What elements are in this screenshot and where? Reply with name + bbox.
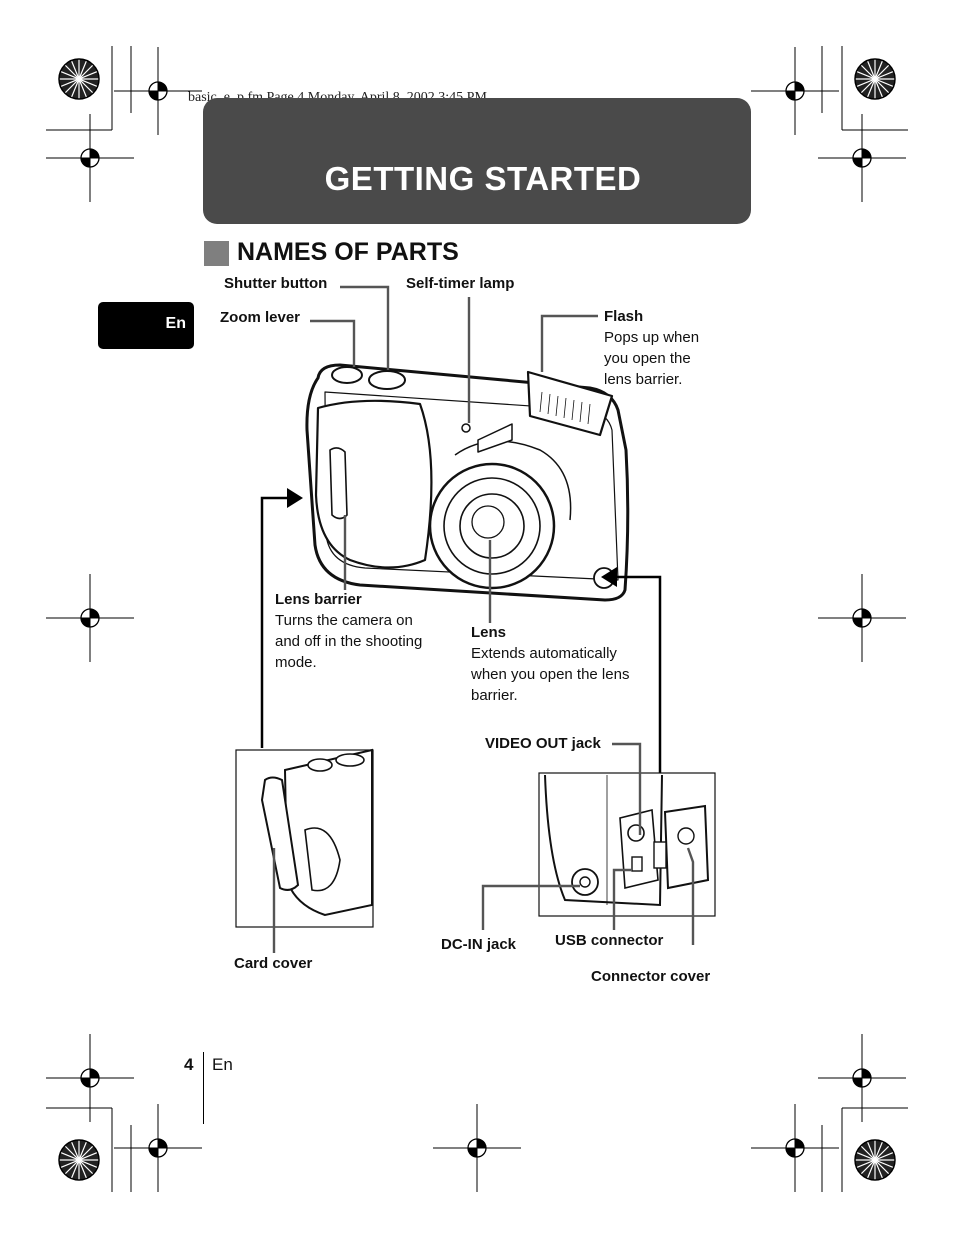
label-self-timer-lamp: Self-timer lamp <box>406 275 515 292</box>
registration-star-icon <box>854 58 896 100</box>
chapter-title: GETTING STARTED <box>324 160 642 197</box>
arrow-left-icon <box>601 567 617 587</box>
registration-star-icon <box>58 1139 100 1181</box>
language-tab-label: En <box>165 315 186 332</box>
registration-crosshair-icon <box>750 1103 840 1193</box>
registration-crosshair-icon <box>45 1033 135 1123</box>
label-card-cover: Card cover <box>234 955 313 972</box>
label-flash: Flash Pops up when you open the lens bar… <box>604 308 700 388</box>
page-number: 4 <box>184 1055 194 1074</box>
arrow-right-icon <box>287 488 303 508</box>
connector-inset <box>538 772 716 917</box>
label-lens: Lens Extends automatically when you open… <box>471 624 630 704</box>
registration-star-icon <box>58 58 100 100</box>
registration-star-icon <box>854 1139 896 1181</box>
label-connector-cover: Connector cover <box>591 968 711 985</box>
registration-crosshair-icon <box>113 1103 203 1193</box>
registration-crosshair-icon <box>45 113 135 203</box>
footer-language: En <box>212 1055 233 1074</box>
registration-crosshair-icon <box>750 46 840 136</box>
card-cover-inset <box>235 748 374 928</box>
camera-front-illustration <box>305 363 630 602</box>
registration-crosshair-icon <box>817 1033 907 1123</box>
chapter-banner <box>203 98 751 224</box>
registration-crosshair-icon <box>817 573 907 663</box>
leader-lines <box>310 285 598 623</box>
label-usb-connector: USB connector <box>555 932 664 949</box>
section-marker <box>204 241 229 266</box>
language-tab <box>98 302 194 349</box>
footer-divider <box>203 1052 204 1124</box>
label-zoom-lever: Zoom lever <box>220 309 301 326</box>
section-title: NAMES OF PARTS <box>237 238 459 266</box>
label-lens-barrier: Lens barrier Turns the camera on and off… <box>275 591 423 671</box>
inset-leader-lines <box>481 742 695 945</box>
label-shutter-button: Shutter button <box>224 275 328 292</box>
registration-crosshair-icon <box>432 1103 522 1193</box>
registration-crosshair-icon <box>817 113 907 203</box>
label-dc-in-jack: DC-IN jack <box>441 936 517 953</box>
registration-crosshair-icon <box>45 573 135 663</box>
label-video-out-jack: VIDEO OUT jack <box>485 735 601 752</box>
